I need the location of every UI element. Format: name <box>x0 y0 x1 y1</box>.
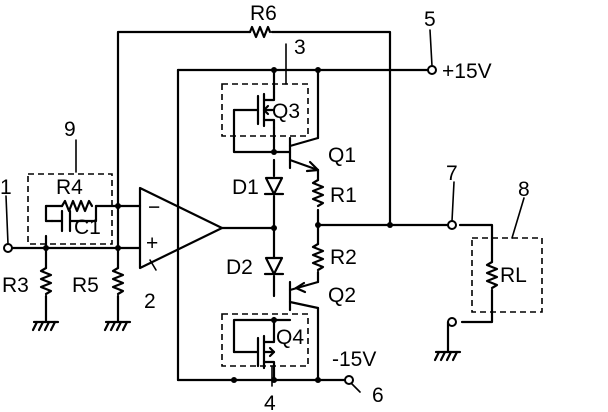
box-9 <box>27 173 113 245</box>
terminal-6 <box>344 375 354 385</box>
box-8 <box>471 237 543 313</box>
q1-transistor <box>288 136 320 173</box>
diodes <box>263 176 285 276</box>
labels: R6 R4 C1 R3 R5 R1 R2 RL D1 D2 Q1 Q2 Q3 Q… <box>2 2 527 371</box>
q1-label: Q1 <box>328 144 356 167</box>
terminal-load-low <box>447 317 457 327</box>
plus-supply-label: +15V <box>442 60 492 83</box>
minus-supply-label: -15V <box>332 348 376 371</box>
r3-resistor <box>39 266 53 296</box>
leader-lines <box>5 29 525 393</box>
r6-resistor <box>248 25 272 39</box>
q2-transistor <box>288 280 320 312</box>
opamp-plus-label: + <box>146 232 158 255</box>
dashed-boxes <box>27 83 543 367</box>
rl-resistor <box>485 260 499 290</box>
r2-label: R2 <box>330 246 357 269</box>
ref-8: 8 <box>518 178 530 201</box>
op-amp <box>138 186 224 270</box>
junctions <box>43 67 393 383</box>
terminal-1 <box>3 243 13 253</box>
terminals <box>3 65 457 385</box>
terminal-7 <box>447 220 457 230</box>
d1-label: D1 <box>232 176 259 199</box>
opamp-minus-label: − <box>148 196 160 219</box>
ground-icon <box>433 350 462 362</box>
d1-diode <box>263 176 285 196</box>
d2-label: D2 <box>226 256 253 279</box>
ref-9: 9 <box>64 118 76 141</box>
ground-icon <box>103 320 132 332</box>
r4-resistor <box>60 199 94 213</box>
rl-label: RL <box>500 264 527 287</box>
q3-label: Q3 <box>272 100 300 123</box>
r3-label: R3 <box>2 274 29 297</box>
resistors <box>39 25 499 296</box>
ref-3: 3 <box>294 36 306 59</box>
ref-4: 4 <box>264 392 276 412</box>
r4-label: R4 <box>56 176 83 199</box>
r5-resistor <box>111 266 125 296</box>
r5-label: R5 <box>72 274 99 297</box>
ground-symbols <box>31 320 462 362</box>
r1-resistor <box>311 178 325 208</box>
ref-2: 2 <box>144 290 156 313</box>
c1-label: C1 <box>74 216 101 239</box>
q3-fet <box>232 90 276 130</box>
box-3 <box>221 83 309 137</box>
q4-fet <box>232 334 276 370</box>
box-4 <box>221 313 309 367</box>
ref-6: 6 <box>372 384 384 407</box>
ref-7: 7 <box>446 162 458 185</box>
q2-label: Q2 <box>328 284 356 307</box>
terminal-5 <box>427 65 437 75</box>
reference-numbers: 1 2 3 4 5 6 7 8 9 <box>0 8 530 412</box>
r6-label: R6 <box>250 2 277 25</box>
ref-1: 1 <box>0 176 12 199</box>
ref-5: 5 <box>424 8 436 31</box>
r2-resistor <box>311 242 325 272</box>
ground-icon <box>31 320 60 332</box>
r1-label: R1 <box>330 184 357 207</box>
wires <box>8 30 494 382</box>
q4-label: Q4 <box>276 326 304 349</box>
d2-diode <box>263 256 285 276</box>
c1-capacitor <box>50 209 82 233</box>
